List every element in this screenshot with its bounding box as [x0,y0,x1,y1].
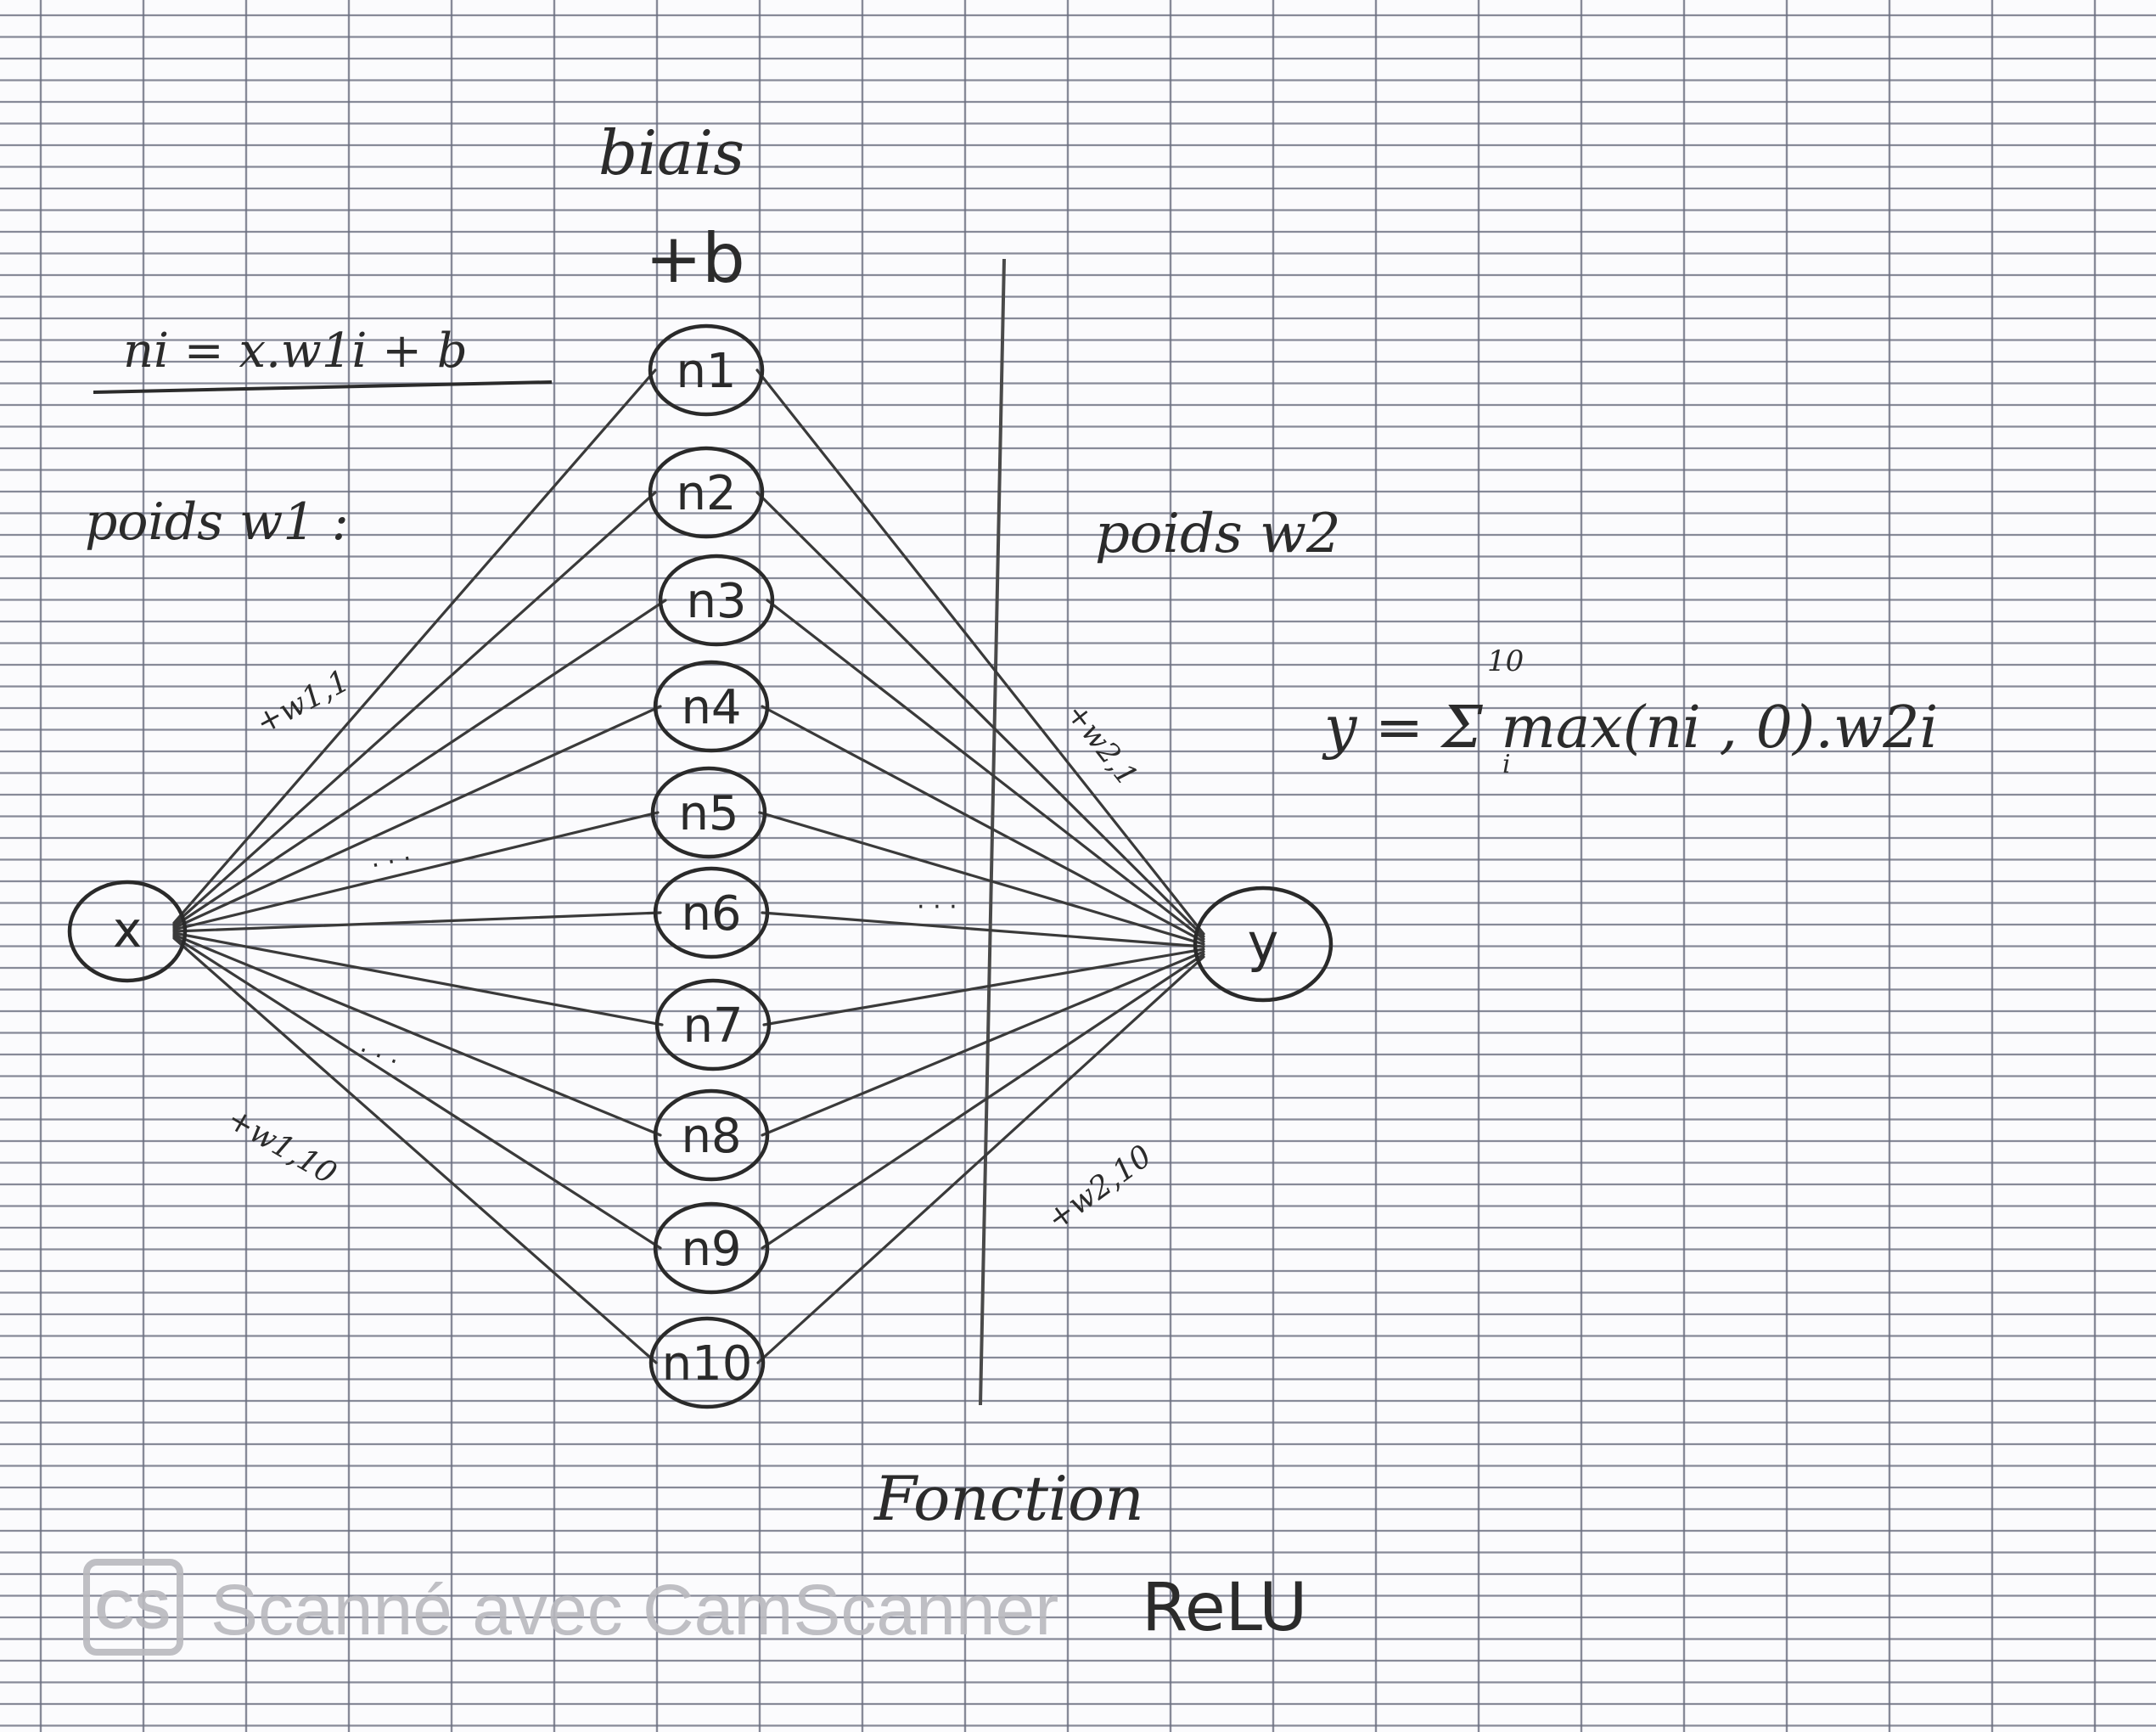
hidden-node-label: n3 [686,574,746,629]
hidden-node-n1 [648,323,765,417]
edge-x-to-n6 [172,911,662,933]
edge-x-to-n4 [172,705,662,930]
edge-x-to-n5 [172,811,660,931]
edge-x-to-n2 [172,491,657,926]
output-node [1193,886,1333,1003]
hidden-node-label: n4 [681,680,741,735]
edge-n8-to-y [761,950,1205,1137]
hidden-node-n5 [650,766,767,859]
bias-label: biais [598,117,744,188]
network-nodes: x n1 n2 n3 n4 n5 n6 n7 n8 n9 n10 y [67,323,1333,1409]
edge-label-w2-first: +w2,1 [1059,697,1144,793]
neuron-formula: ni = x.w1i + b [123,323,468,379]
output-formula: y = Σ max(ni , 0).w2i [1322,694,1938,762]
weights-2-label: poids w2 [1095,503,1341,565]
camscanner-watermark: CS Scanné avec CamScanner [83,1559,1058,1656]
camscanner-logo-text: CS [95,1579,171,1640]
edge-x-to-n1 [172,368,657,925]
hidden-node-label: n5 [678,786,738,841]
camscanner-logo [83,1559,183,1656]
edge-x-to-n8 [172,933,662,1137]
hidden-node-label: n8 [681,1109,741,1164]
edge-n7-to-y [762,948,1205,1026]
hidden-node-label: n9 [681,1222,741,1277]
edge-n2-to-y [755,491,1205,938]
hidden-node-n6 [653,866,770,959]
relu-separator-line [979,258,1006,1406]
edge-x-to-n10 [172,936,658,1364]
edge-n9-to-y [761,953,1205,1250]
hidden-node-n4 [653,660,770,753]
hidden-node-label: n2 [676,466,736,521]
edge-n6-to-y [761,911,1205,948]
edge-x-to-n9 [172,935,662,1250]
edge-n10-to-y [756,955,1205,1364]
camscanner-watermark-text: Scanné avec CamScanner [211,1570,1058,1650]
hidden-node-label: n7 [682,998,743,1054]
activation-label-line1: Fonction [873,1463,1144,1534]
edge-x-to-n7 [172,931,664,1026]
ellipsis-upper-left: · · · [368,844,414,881]
edge-n1-to-y [755,368,1205,936]
sum-lower-index: i [1502,750,1511,779]
edge-label-w2-last: +w2,10 [1041,1139,1158,1237]
bias-term: +b [645,219,745,298]
edge-x-to-n3 [172,599,667,928]
edge-n5-to-y [758,811,1205,946]
edge-n4-to-y [761,705,1205,943]
hidden-node-n2 [648,446,765,539]
ellipsis-lower-left: · · · [354,1036,402,1077]
hidden-node-n7 [654,978,772,1071]
network-edges [172,368,1205,1364]
weights-1-label: poids w1 : [85,492,349,552]
input-node [67,880,188,983]
hidden-node-label: n1 [676,344,736,399]
input-node-label: x [113,901,142,959]
ellipsis-right: · · · [917,892,957,922]
hidden-node-label: n6 [681,886,741,942]
hidden-node-n10 [648,1316,766,1409]
hidden-node-n9 [653,1201,770,1295]
output-node-label: y [1248,912,1279,974]
activation-label-line2: ReLU [1142,1570,1307,1646]
edge-n3-to-y [766,599,1205,941]
edge-label-w1-last: +w1,10 [222,1101,343,1191]
hidden-node-n8 [653,1088,770,1182]
formula-underline [93,380,553,394]
hidden-node-label: n10 [662,1336,753,1392]
sum-upper-bound: 10 [1487,644,1524,678]
hidden-node-n3 [658,554,775,647]
